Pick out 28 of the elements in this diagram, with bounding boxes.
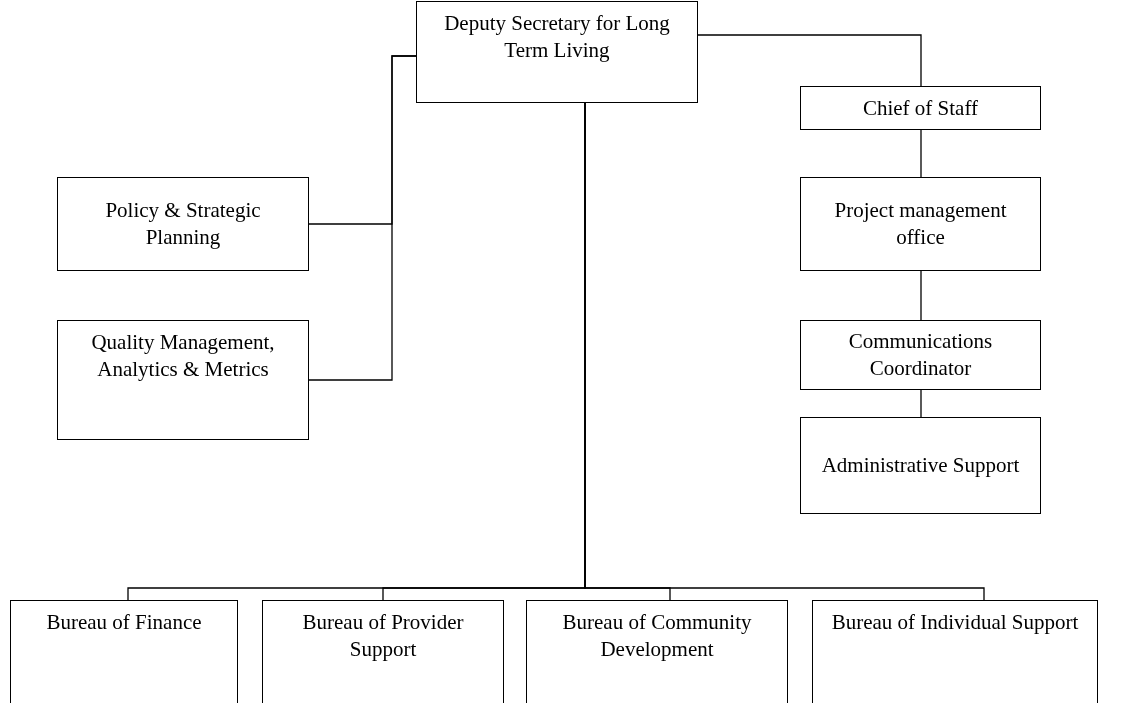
connector-line — [584, 102, 985, 601]
box-label: Project management office — [833, 196, 1008, 251]
org-box — [800, 86, 1041, 130]
box-label: Bureau of Community Development — [561, 609, 753, 664]
box-label: Bureau of Finance — [46, 609, 202, 636]
connector-line — [920, 389, 922, 418]
box-label: Chief of Staff — [862, 95, 979, 122]
box-label: Communications Coordinator — [847, 327, 994, 382]
connector-line — [920, 270, 922, 321]
org-box — [57, 177, 309, 271]
connector-line — [697, 34, 922, 87]
connector-line — [308, 55, 417, 381]
box-label: Administrative Support — [821, 451, 1020, 479]
connector-line — [920, 129, 922, 178]
org-box — [800, 320, 1041, 390]
box-label: Bureau of Provider Support — [301, 609, 465, 664]
box-label: Bureau of Individual Support — [831, 609, 1079, 636]
box-label: Quality Management, Analytics & Metrics — [90, 329, 276, 384]
org-box — [526, 600, 788, 703]
box-label: Policy & Strategic Planning — [104, 196, 262, 251]
box-label: Deputy Secretary for Long Term Living — [443, 10, 671, 65]
org-box — [812, 600, 1098, 703]
org-box — [800, 417, 1041, 514]
org-box — [800, 177, 1041, 271]
org-box — [10, 600, 238, 703]
org-box — [262, 600, 504, 703]
org-box — [416, 1, 698, 103]
org-box — [57, 320, 309, 440]
